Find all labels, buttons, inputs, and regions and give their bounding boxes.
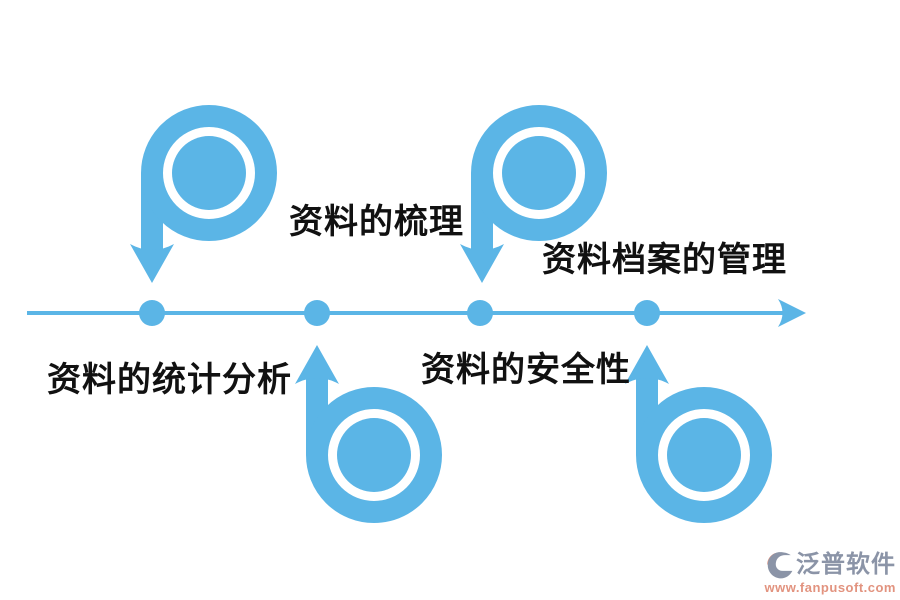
label-archive-management: 资料档案的管理 <box>542 241 787 279</box>
fanpu-logo-icon <box>767 552 793 579</box>
timeline-axis <box>27 299 806 327</box>
label-statistical-analysis: 资料的统计分析 <box>47 361 292 399</box>
timeline-dot <box>139 300 165 326</box>
timeline-dot <box>634 300 660 326</box>
timeline-dot <box>304 300 330 326</box>
watermark-brand: 泛普软件 <box>796 551 896 578</box>
loop-down-arrow-icon <box>130 116 266 283</box>
loop-up-arrow-icon <box>295 345 431 512</box>
watermark-url: www.fanpusoft.com <box>764 580 896 595</box>
axis-arrowhead-icon <box>778 299 806 327</box>
loop-up-arrow-icon <box>625 345 761 512</box>
label-data-organizing: 资料的梳理 <box>289 203 464 241</box>
watermark: 泛普软件 www.fanpusoft.com <box>764 550 896 594</box>
timeline-dot <box>467 300 493 326</box>
label-data-security: 资料的安全性 <box>421 351 631 389</box>
